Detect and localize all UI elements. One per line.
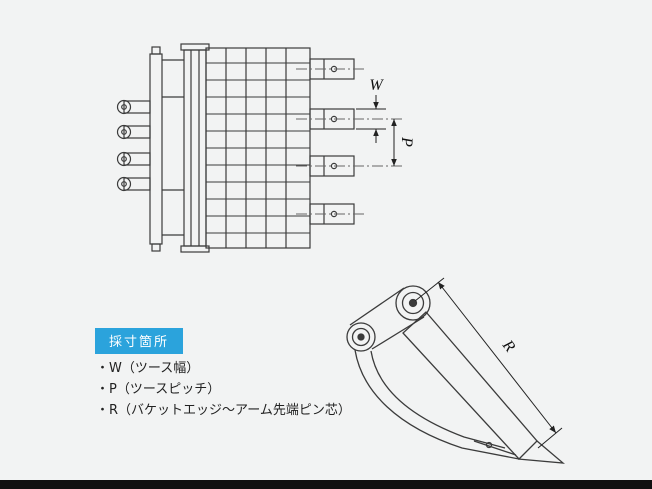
measurement-points-label: 採寸箇所 — [95, 328, 184, 354]
mounting-lugs — [116, 99, 151, 192]
link-pin-boss — [346, 322, 376, 352]
bucket-top-view — [116, 43, 402, 253]
bucket-side-view — [346, 285, 565, 464]
bucket-side-plate — [149, 46, 163, 252]
legend-item-tooth-pitch: ・P（ツースピッチ） — [96, 382, 221, 397]
bucket-body — [205, 47, 311, 249]
bottom-black-bar — [0, 480, 652, 489]
tooth-centerlines — [296, 68, 402, 215]
dimension-w — [356, 95, 386, 143]
legend-item-tooth-width: ・W（ツース幅） — [96, 361, 200, 376]
arm-pin-boss — [395, 285, 431, 321]
legend-item-edge-to-pin: ・R（バケットエッジ～アーム先端ピン芯） — [96, 403, 351, 418]
dimension-label-w: W — [369, 77, 384, 94]
dimension-label-r: R — [498, 336, 518, 355]
dimension-label-p: P — [398, 136, 415, 147]
dimension-r — [414, 277, 563, 449]
bucket-teeth — [309, 58, 355, 225]
legend: ・W（ツース幅） ・P（ツースピッチ） ・R（バケットエッジ～アーム先端ピン芯） — [96, 358, 351, 421]
bucket-channel-plate — [162, 43, 210, 253]
